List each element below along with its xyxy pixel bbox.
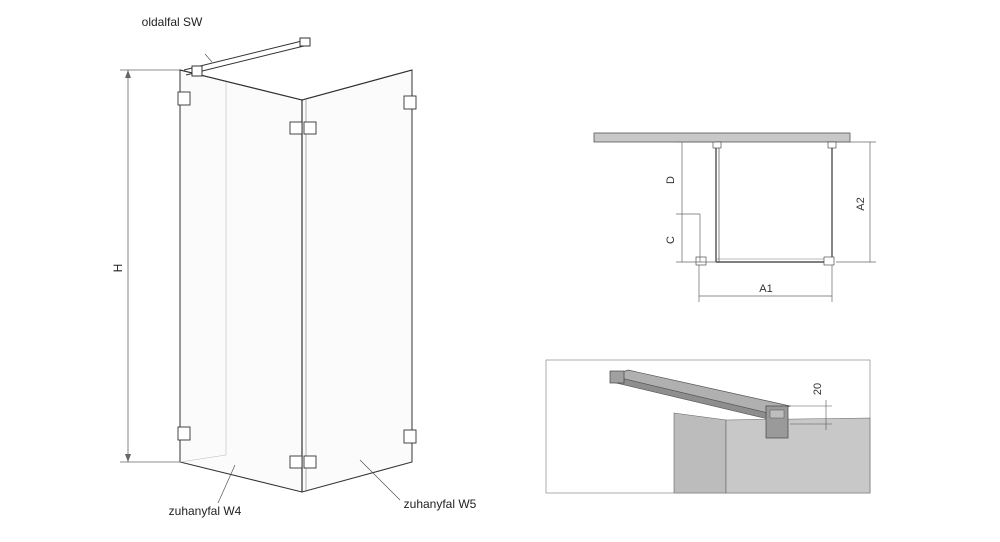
brackets [177, 91, 417, 469]
detail-offset-label: 20 [812, 383, 824, 395]
detail-view [545, 359, 871, 494]
isometric-view [120, 37, 417, 504]
shower-wall-w5-label: zuhanyfal W5 [404, 497, 477, 511]
stabilizer-bar [183, 37, 311, 77]
dimension-a2-label: A2 [855, 197, 867, 210]
shower-wall-w4-label: zuhanyfal W4 [169, 504, 242, 518]
glass-panel-w4 [179, 69, 303, 493]
height-label: H [111, 264, 125, 273]
dimension-d-label: D [665, 176, 677, 184]
dimension-a1-label: A1 [759, 283, 772, 295]
ceiling-wall [593, 132, 851, 143]
dimension-c-label: C [665, 236, 677, 244]
height-dimension [120, 69, 180, 463]
plan-view [593, 132, 876, 302]
side-wall-label: oldalfal SW [142, 15, 203, 29]
glass-panel-w5 [301, 69, 413, 493]
